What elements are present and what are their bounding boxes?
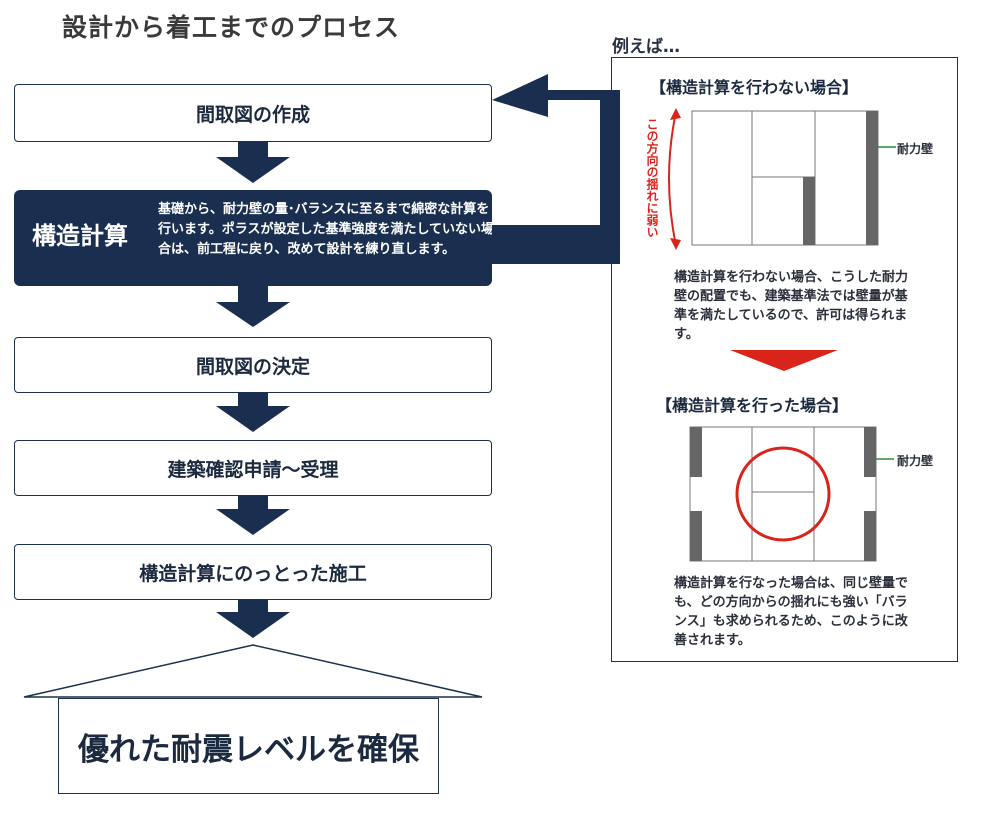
feedback-arrow bbox=[492, 74, 620, 264]
without-wall-label: 耐力壁 bbox=[897, 142, 934, 156]
down-arrow-3 bbox=[216, 393, 290, 432]
down-arrow-2 bbox=[216, 286, 290, 327]
down-arrow-4 bbox=[216, 496, 290, 535]
step-construction: 構造計算にのっとった施工 bbox=[14, 544, 492, 600]
step-draft-floor-plan: 間取図の作成 bbox=[14, 84, 492, 142]
page-title: 設計から着工までのプロセス bbox=[62, 13, 401, 42]
without-calc-diagram bbox=[668, 108, 896, 250]
improvement-arrow bbox=[730, 350, 838, 371]
structural-calculation-heading: 構造計算 bbox=[32, 222, 128, 250]
step-finalize-floor-plan: 間取図の決定 bbox=[14, 337, 492, 393]
down-arrow-5 bbox=[216, 600, 290, 638]
goal-roof bbox=[23, 644, 483, 698]
step-building-confirmation: 建築確認申請～受理 bbox=[14, 440, 492, 496]
example-label: 例えば… bbox=[612, 37, 680, 57]
without-calc-description: 構造計算を行わない場合、こうした耐力壁の配置でも、建築基準法では壁量が基準を満た… bbox=[674, 270, 909, 342]
down-arrow-1 bbox=[216, 142, 290, 183]
with-calc-diagram bbox=[689, 426, 894, 562]
goal-box: 優れた耐震レベルを確保 bbox=[58, 698, 439, 794]
without-calc-title: 【構造計算を行わない場合】 bbox=[650, 78, 859, 97]
with-calc-description: 構造計算を行なった場合は、同じ壁量でも、どの方向からの揺れにも強い「バランス」も… bbox=[674, 576, 909, 648]
example-panel bbox=[611, 57, 958, 662]
structural-calculation-description: 基礎から、耐力壁の量･バランスに至るまで綿密な計算を行います。ポラスが設定した基… bbox=[158, 202, 495, 257]
step-structural-calculation: 構造計算 基礎から、耐力壁の量･バランスに至るまで綿密な計算を行います。ポラスが… bbox=[14, 190, 494, 286]
with-wall-label: 耐力壁 bbox=[897, 454, 934, 468]
weak-direction-label: この方向の揺れに弱い bbox=[645, 118, 659, 238]
with-calc-title: 【構造計算を行った場合】 bbox=[656, 396, 849, 415]
